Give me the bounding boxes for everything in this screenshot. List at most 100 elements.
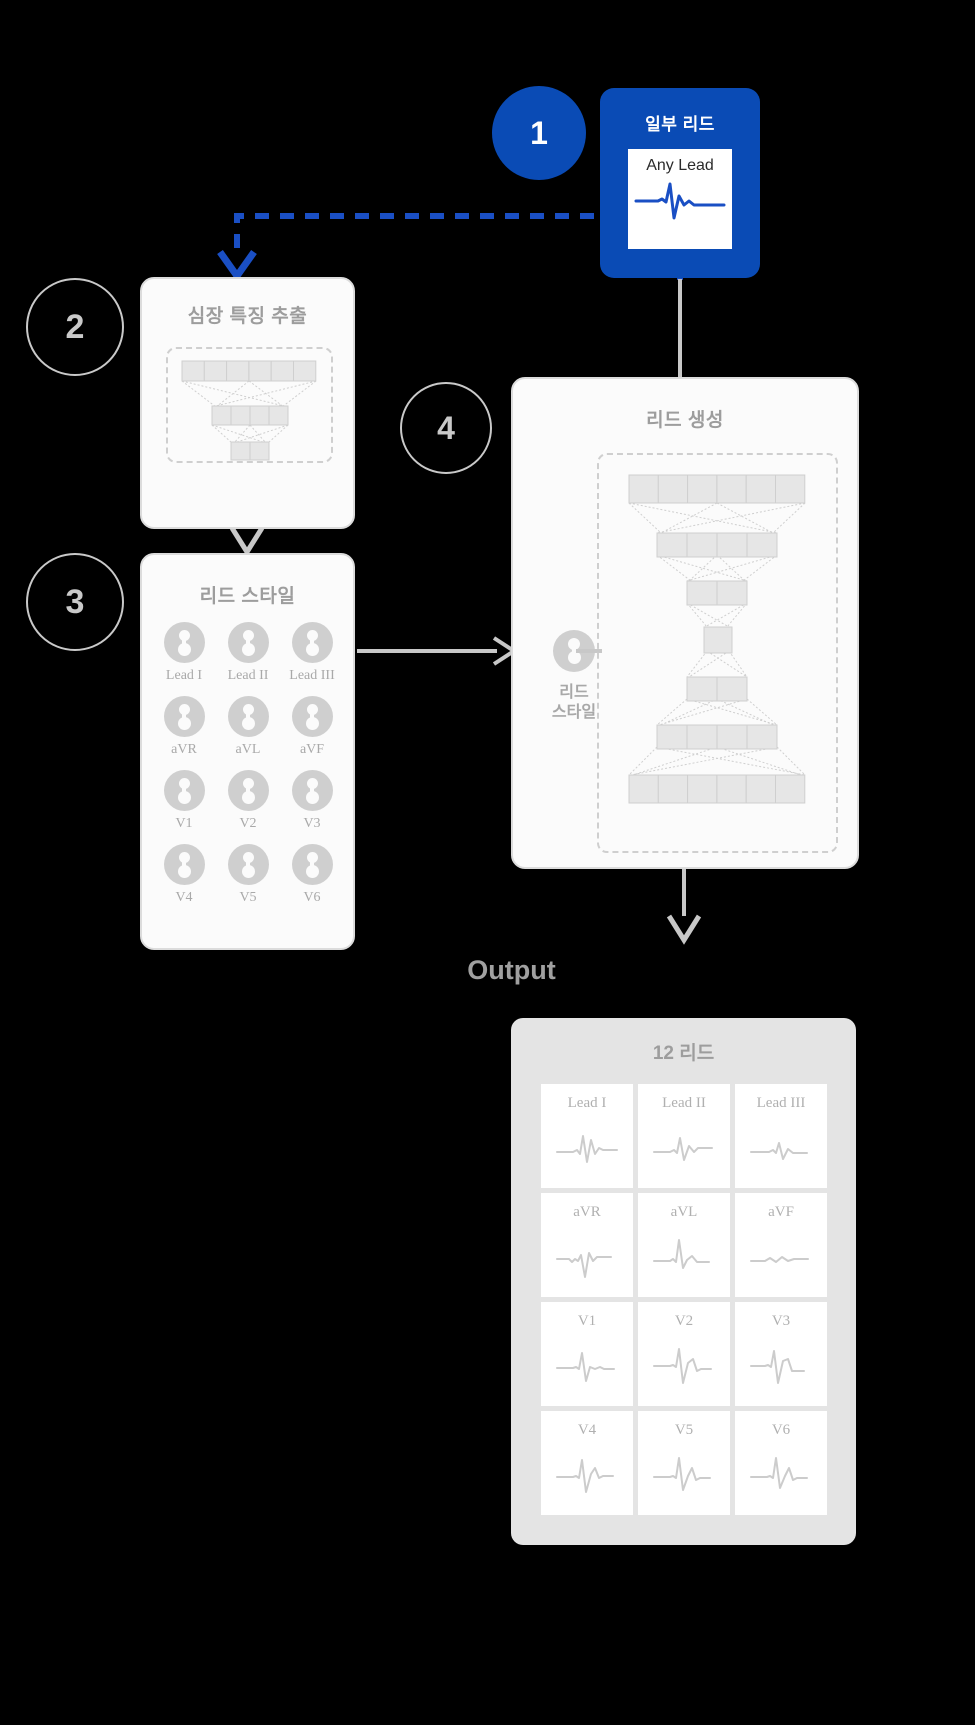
card-feature-extraction-title: 심장 특징 추출 xyxy=(187,306,308,327)
lead-style-label: aVF xyxy=(299,742,325,757)
output-lead-tile[interactable]: V3 xyxy=(735,1302,827,1406)
output-lead-label: V4 xyxy=(577,1422,597,1438)
electrode-icon xyxy=(291,770,333,811)
output-lead-tile[interactable]: Lead I xyxy=(541,1084,633,1188)
output-lead-tile[interactable]: Lead II xyxy=(638,1084,730,1188)
ecg-waveform-icon xyxy=(750,1256,809,1263)
card-feature-extraction[interactable]: 심장 특징 추출 xyxy=(140,277,355,529)
electrode-icon xyxy=(553,630,595,672)
ecg-waveform-icon xyxy=(750,1350,805,1384)
ecg-waveform-icon xyxy=(556,1135,618,1163)
step-badge-4-number: 4 xyxy=(437,409,455,446)
output-lead-tile[interactable]: V4 xyxy=(541,1411,633,1515)
output-lead-label: Lead III xyxy=(756,1095,806,1111)
lead-style-label: aVL xyxy=(235,742,261,757)
lead-style-label: V6 xyxy=(303,890,321,905)
lead-style-input-label-line1: 리드 xyxy=(559,684,589,701)
ecg-waveform-icon xyxy=(653,1239,710,1269)
input-card-title: 일부 리드 xyxy=(645,115,715,134)
output-lead-label: V6 xyxy=(771,1422,791,1438)
output-lead-label: Lead I xyxy=(567,1095,607,1111)
ecg-waveform-icon xyxy=(750,1457,808,1489)
ecg-trace-icon xyxy=(634,182,726,220)
encoder-dashbox xyxy=(166,347,333,463)
electrode-icon xyxy=(227,844,269,885)
lead-style-label: V3 xyxy=(303,816,321,831)
lead-style-item[interactable]: V4 xyxy=(158,844,210,906)
output-heading: Output xyxy=(0,955,975,986)
step-badge-1: 1 xyxy=(492,86,586,180)
lead-style-grid: Lead I Lead II Lead III xyxy=(158,622,338,918)
output-lead-grid: Lead I Lead II Lead III aVR xyxy=(541,1084,829,1515)
output-lead-label: aVL xyxy=(670,1204,698,1220)
output-lead-label: V3 xyxy=(771,1313,791,1329)
input-card-any-lead[interactable]: 일부 리드 Any Lead xyxy=(600,88,760,278)
electrode-icon xyxy=(163,696,205,737)
output-lead-label: V1 xyxy=(577,1313,597,1329)
lead-style-item[interactable]: V3 xyxy=(286,770,338,832)
step-badge-1-number: 1 xyxy=(530,114,548,151)
electrode-icon xyxy=(291,844,333,885)
lead-style-item[interactable]: aVL xyxy=(222,696,274,758)
lead-style-row: Lead I Lead II Lead III xyxy=(158,622,338,684)
step-badge-2: 2 xyxy=(26,278,124,376)
lead-style-label: aVR xyxy=(171,742,197,757)
lead-style-input[interactable]: 리드 스타일 xyxy=(534,630,614,723)
output-lead-tile[interactable]: V1 xyxy=(541,1302,633,1406)
output-lead-label: Lead II xyxy=(662,1095,706,1111)
electrode-icon xyxy=(227,696,269,737)
card-output-12-lead[interactable]: 12 리드 Lead I Lead II Lead III xyxy=(511,1018,856,1545)
lead-style-row: V4 V5 V6 xyxy=(158,844,338,906)
card-lead-style-title: 리드 스타일 xyxy=(199,586,296,607)
lead-style-row: aVR aVL aVF xyxy=(158,696,338,758)
ecg-waveform-icon xyxy=(653,1348,712,1384)
ecg-waveform-icon xyxy=(556,1459,614,1493)
output-heading-text: Output xyxy=(467,955,556,985)
output-lead-tile[interactable]: aVL xyxy=(638,1193,730,1297)
output-lead-tile[interactable]: aVR xyxy=(541,1193,633,1297)
output-lead-tile[interactable]: V5 xyxy=(638,1411,730,1515)
lead-style-input-label-line2: 스타일 xyxy=(551,704,597,721)
step-badge-3-number: 3 xyxy=(65,582,85,621)
lead-style-row: V1 V2 V3 xyxy=(158,770,338,832)
lead-style-label: V5 xyxy=(239,890,257,905)
step-badge-2-number: 2 xyxy=(65,307,85,346)
card-lead-generation-title: 리드 생성 xyxy=(646,410,724,431)
lead-style-label: V2 xyxy=(239,816,257,831)
step-badge-4: 4 xyxy=(400,382,492,474)
lead-style-label: Lead I xyxy=(165,668,203,683)
output-lead-tile[interactable]: V6 xyxy=(735,1411,827,1515)
ecg-waveform-icon xyxy=(653,1137,713,1161)
output-lead-tile[interactable]: aVF xyxy=(735,1193,827,1297)
electrode-icon xyxy=(227,622,269,663)
lead-style-item[interactable]: aVF xyxy=(286,696,338,758)
lead-style-item[interactable]: Lead I xyxy=(158,622,210,684)
lead-style-item[interactable]: V6 xyxy=(286,844,338,906)
lead-style-item[interactable]: V5 xyxy=(222,844,274,906)
output-lead-label: aVR xyxy=(573,1204,601,1220)
electrode-icon xyxy=(291,696,333,737)
lead-style-item[interactable]: aVR xyxy=(158,696,210,758)
electrode-icon xyxy=(163,622,205,663)
lead-style-item[interactable]: Lead II xyxy=(222,622,274,684)
output-lead-label: V2 xyxy=(674,1313,694,1329)
output-lead-tile[interactable]: V2 xyxy=(638,1302,730,1406)
lead-style-label: Lead III xyxy=(289,668,335,683)
lead-style-label: V1 xyxy=(175,816,193,831)
generator-diagram xyxy=(628,474,806,804)
input-panel-label: Any Lead xyxy=(646,157,714,174)
electrode-icon xyxy=(163,770,205,811)
lead-style-item[interactable]: V2 xyxy=(222,770,274,832)
card-output-title: 12 리드 xyxy=(652,1043,715,1064)
ecg-waveform-icon xyxy=(556,1352,615,1382)
lead-style-item[interactable]: V1 xyxy=(158,770,210,832)
electrode-icon xyxy=(227,770,269,811)
electrode-icon xyxy=(291,622,333,663)
output-lead-label: V5 xyxy=(674,1422,694,1438)
lead-style-label: Lead II xyxy=(227,668,269,683)
output-lead-tile[interactable]: Lead III xyxy=(735,1084,827,1188)
lead-style-item[interactable]: Lead III xyxy=(286,622,338,684)
ecg-waveform-icon xyxy=(556,1252,612,1278)
lead-style-label: V4 xyxy=(175,890,193,905)
